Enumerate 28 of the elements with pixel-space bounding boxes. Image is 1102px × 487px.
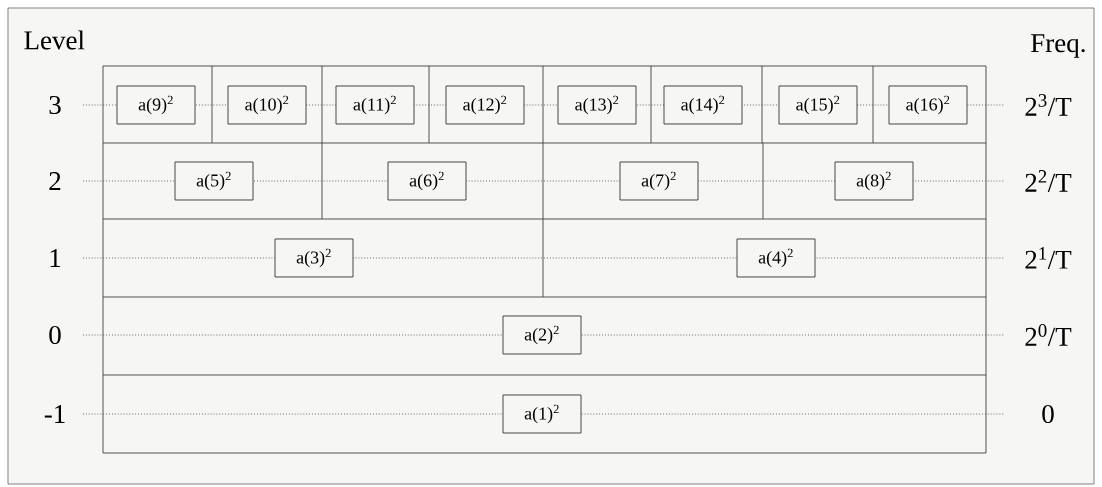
value-box: a(7)$^{2}$ — [619, 161, 699, 201]
value-box: a(11)$^{2}$ — [335, 85, 415, 125]
frequency-label: 0 — [1042, 404, 1054, 424]
axis-title: Level — [24, 30, 85, 50]
value-box: a(9)$^{2}$ — [116, 85, 196, 125]
value-box: a(5)$^{2}$ — [174, 161, 254, 201]
value-box: a(15)$^{2}$ — [778, 85, 858, 125]
value-box: a(12)$^{2}$ — [445, 85, 525, 125]
value-box: a(8)$^{2}$ — [834, 161, 914, 201]
frequency-label: 2$^{3}$/T — [1025, 94, 1072, 116]
value-box: a(10)$^{2}$ — [227, 85, 307, 125]
axis-title: Freq. — [1031, 34, 1085, 58]
level-label: 0 — [49, 325, 61, 345]
value-box: a(13)$^{2}$ — [557, 85, 637, 125]
frequency-label: 2$^{2}$/T — [1025, 170, 1072, 192]
value-box: a(3)$^{2}$ — [274, 238, 354, 278]
value-box: a(1)$^{2}$ — [502, 394, 582, 434]
level-label: 3 — [49, 95, 61, 115]
level-label: 2 — [49, 172, 61, 190]
frequency-label: 2$^{1}$/T — [1025, 247, 1072, 269]
value-box: a(6)$^{2}$ — [387, 161, 467, 201]
level-label: -1 — [44, 405, 65, 423]
value-box: a(14)$^{2}$ — [663, 85, 743, 125]
frequency-label: 2$^{0}$/T — [1025, 324, 1072, 346]
value-box: a(2)$^{2}$ — [502, 315, 582, 355]
value-box: a(16)$^{2}$ — [888, 85, 968, 125]
level-label: 1 — [50, 249, 61, 267]
value-box: a(4)$^{2}$ — [736, 238, 816, 278]
